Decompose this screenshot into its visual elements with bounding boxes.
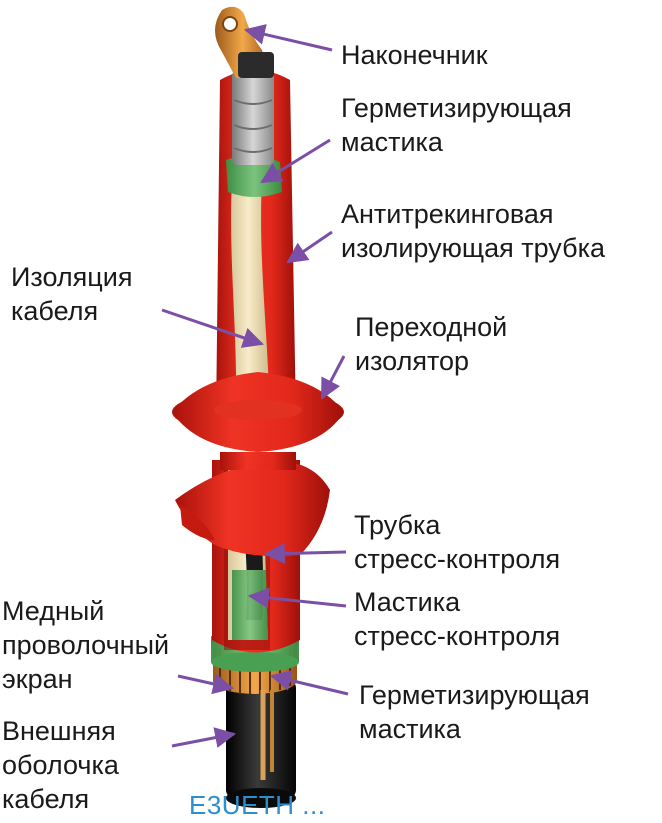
label-sealing-top-line1: Герметизирующая [341, 91, 572, 125]
watermark-text: E3UETH ... [189, 790, 325, 820]
arrow-antitracking [288, 232, 332, 262]
label-stress-tube-line2: стресс-контроля [354, 542, 560, 576]
label-adapter-insulator: Переходной изолятор [355, 310, 507, 378]
arrow-sheath [172, 734, 234, 746]
metal-connector [232, 70, 274, 165]
label-sealing-bottom-line1: Герметизирующая [359, 678, 590, 712]
arrow-stress-tube [266, 552, 346, 554]
label-sealing-bottom-line2: мастика [359, 712, 590, 746]
label-stress-mastic-line2: стресс-контроля [354, 619, 560, 653]
label-antitracking-tube: Антитрекинговая изолирующая трубка [341, 197, 605, 265]
label-outer-sheath: Внешняя оболочка кабеля [2, 714, 119, 816]
label-cable-insulation: Изоляция кабеля [11, 260, 132, 328]
cable-lug [215, 7, 274, 78]
label-copper-line2: проволочный [2, 628, 169, 662]
main-shed [172, 372, 344, 470]
arrow-adapter [322, 356, 344, 398]
lower-shed [175, 461, 330, 556]
label-copper-line3: экран [2, 662, 169, 696]
label-copper-line1: Медный [2, 594, 169, 628]
label-antitracking-line2: изолирующая трубка [341, 231, 605, 265]
label-sheath-line3: кабеля [2, 782, 119, 816]
label-copper-wire-screen: Медный проволочный экран [2, 594, 169, 696]
label-sheath-line1: Внешняя [2, 714, 119, 748]
label-sealing-mastic-top: Герметизирующая мастика [341, 91, 572, 159]
label-insulation-line1: Изоляция [11, 260, 132, 294]
label-antitracking-line1: Антитрекинговая [341, 197, 605, 231]
label-stress-control-tube: Трубка стресс-контроля [354, 508, 560, 576]
label-lug: Наконечник [341, 38, 488, 72]
label-stress-mastic-line1: Мастика [354, 585, 560, 619]
label-sealing-mastic-bottom: Герметизирующая мастика [359, 678, 590, 746]
label-stress-control-mastic: Мастика стресс-контроля [354, 585, 560, 653]
label-sealing-top-line2: мастика [341, 125, 572, 159]
label-adapter-line1: Переходной [355, 310, 507, 344]
label-insulation-line2: кабеля [11, 294, 132, 328]
label-sheath-line2: оболочка [2, 748, 119, 782]
label-adapter-line2: изолятор [355, 344, 507, 378]
label-lug-text: Наконечник [341, 40, 488, 70]
label-stress-tube-line1: Трубка [354, 508, 560, 542]
